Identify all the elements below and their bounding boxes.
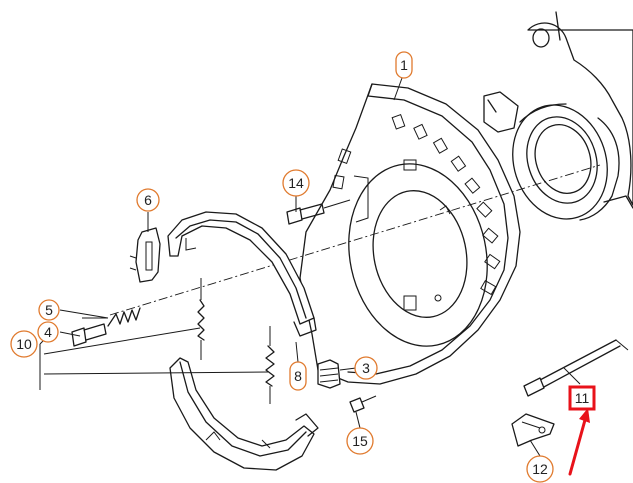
- callout-1: 1: [395, 51, 413, 79]
- pin-part-4: [71, 323, 107, 347]
- clip-part-6: [129, 227, 161, 283]
- callout-11-highlighted: 11: [568, 385, 596, 411]
- parking-brake-cable-part-11: [523, 339, 629, 397]
- callout-15: 15: [346, 427, 374, 455]
- adjuster-part-3: [317, 359, 341, 389]
- leader-lines: [39, 77, 581, 457]
- svg-text:15: 15: [352, 433, 368, 449]
- bolt-part-14: [286, 199, 351, 225]
- svg-text:8: 8: [294, 368, 302, 384]
- callout-8: 8: [289, 361, 307, 391]
- callout-6: 6: [136, 188, 160, 212]
- svg-text:11: 11: [575, 390, 590, 406]
- svg-text:12: 12: [532, 461, 548, 477]
- svg-text:5: 5: [45, 302, 53, 318]
- brake-shoe-upper: [167, 211, 317, 337]
- brake-shoe-lower: [169, 357, 319, 471]
- bolt-part-15: [349, 395, 377, 413]
- svg-text:3: 3: [362, 360, 370, 376]
- callout-10: 10: [10, 330, 38, 358]
- svg-text:10: 10: [16, 336, 32, 352]
- svg-text:14: 14: [288, 175, 304, 191]
- callout-14: 14: [282, 169, 310, 197]
- bracket-part-12: [511, 413, 555, 447]
- highlight-arrow: [568, 408, 590, 476]
- callout-4: 4: [37, 321, 59, 343]
- axle-centerline: [109, 164, 601, 316]
- callout-3: 3: [354, 356, 378, 380]
- backing-plate: [299, 83, 521, 385]
- svg-text:6: 6: [144, 192, 152, 208]
- spring-part-5: [82, 307, 141, 327]
- callout-5: 5: [38, 299, 60, 321]
- svg-text:4: 4: [44, 324, 52, 340]
- wheel-hub-knuckle: [483, 11, 633, 221]
- svg-text:1: 1: [400, 57, 408, 73]
- callout-12: 12: [526, 455, 554, 483]
- return-springs-part-8: [197, 278, 275, 404]
